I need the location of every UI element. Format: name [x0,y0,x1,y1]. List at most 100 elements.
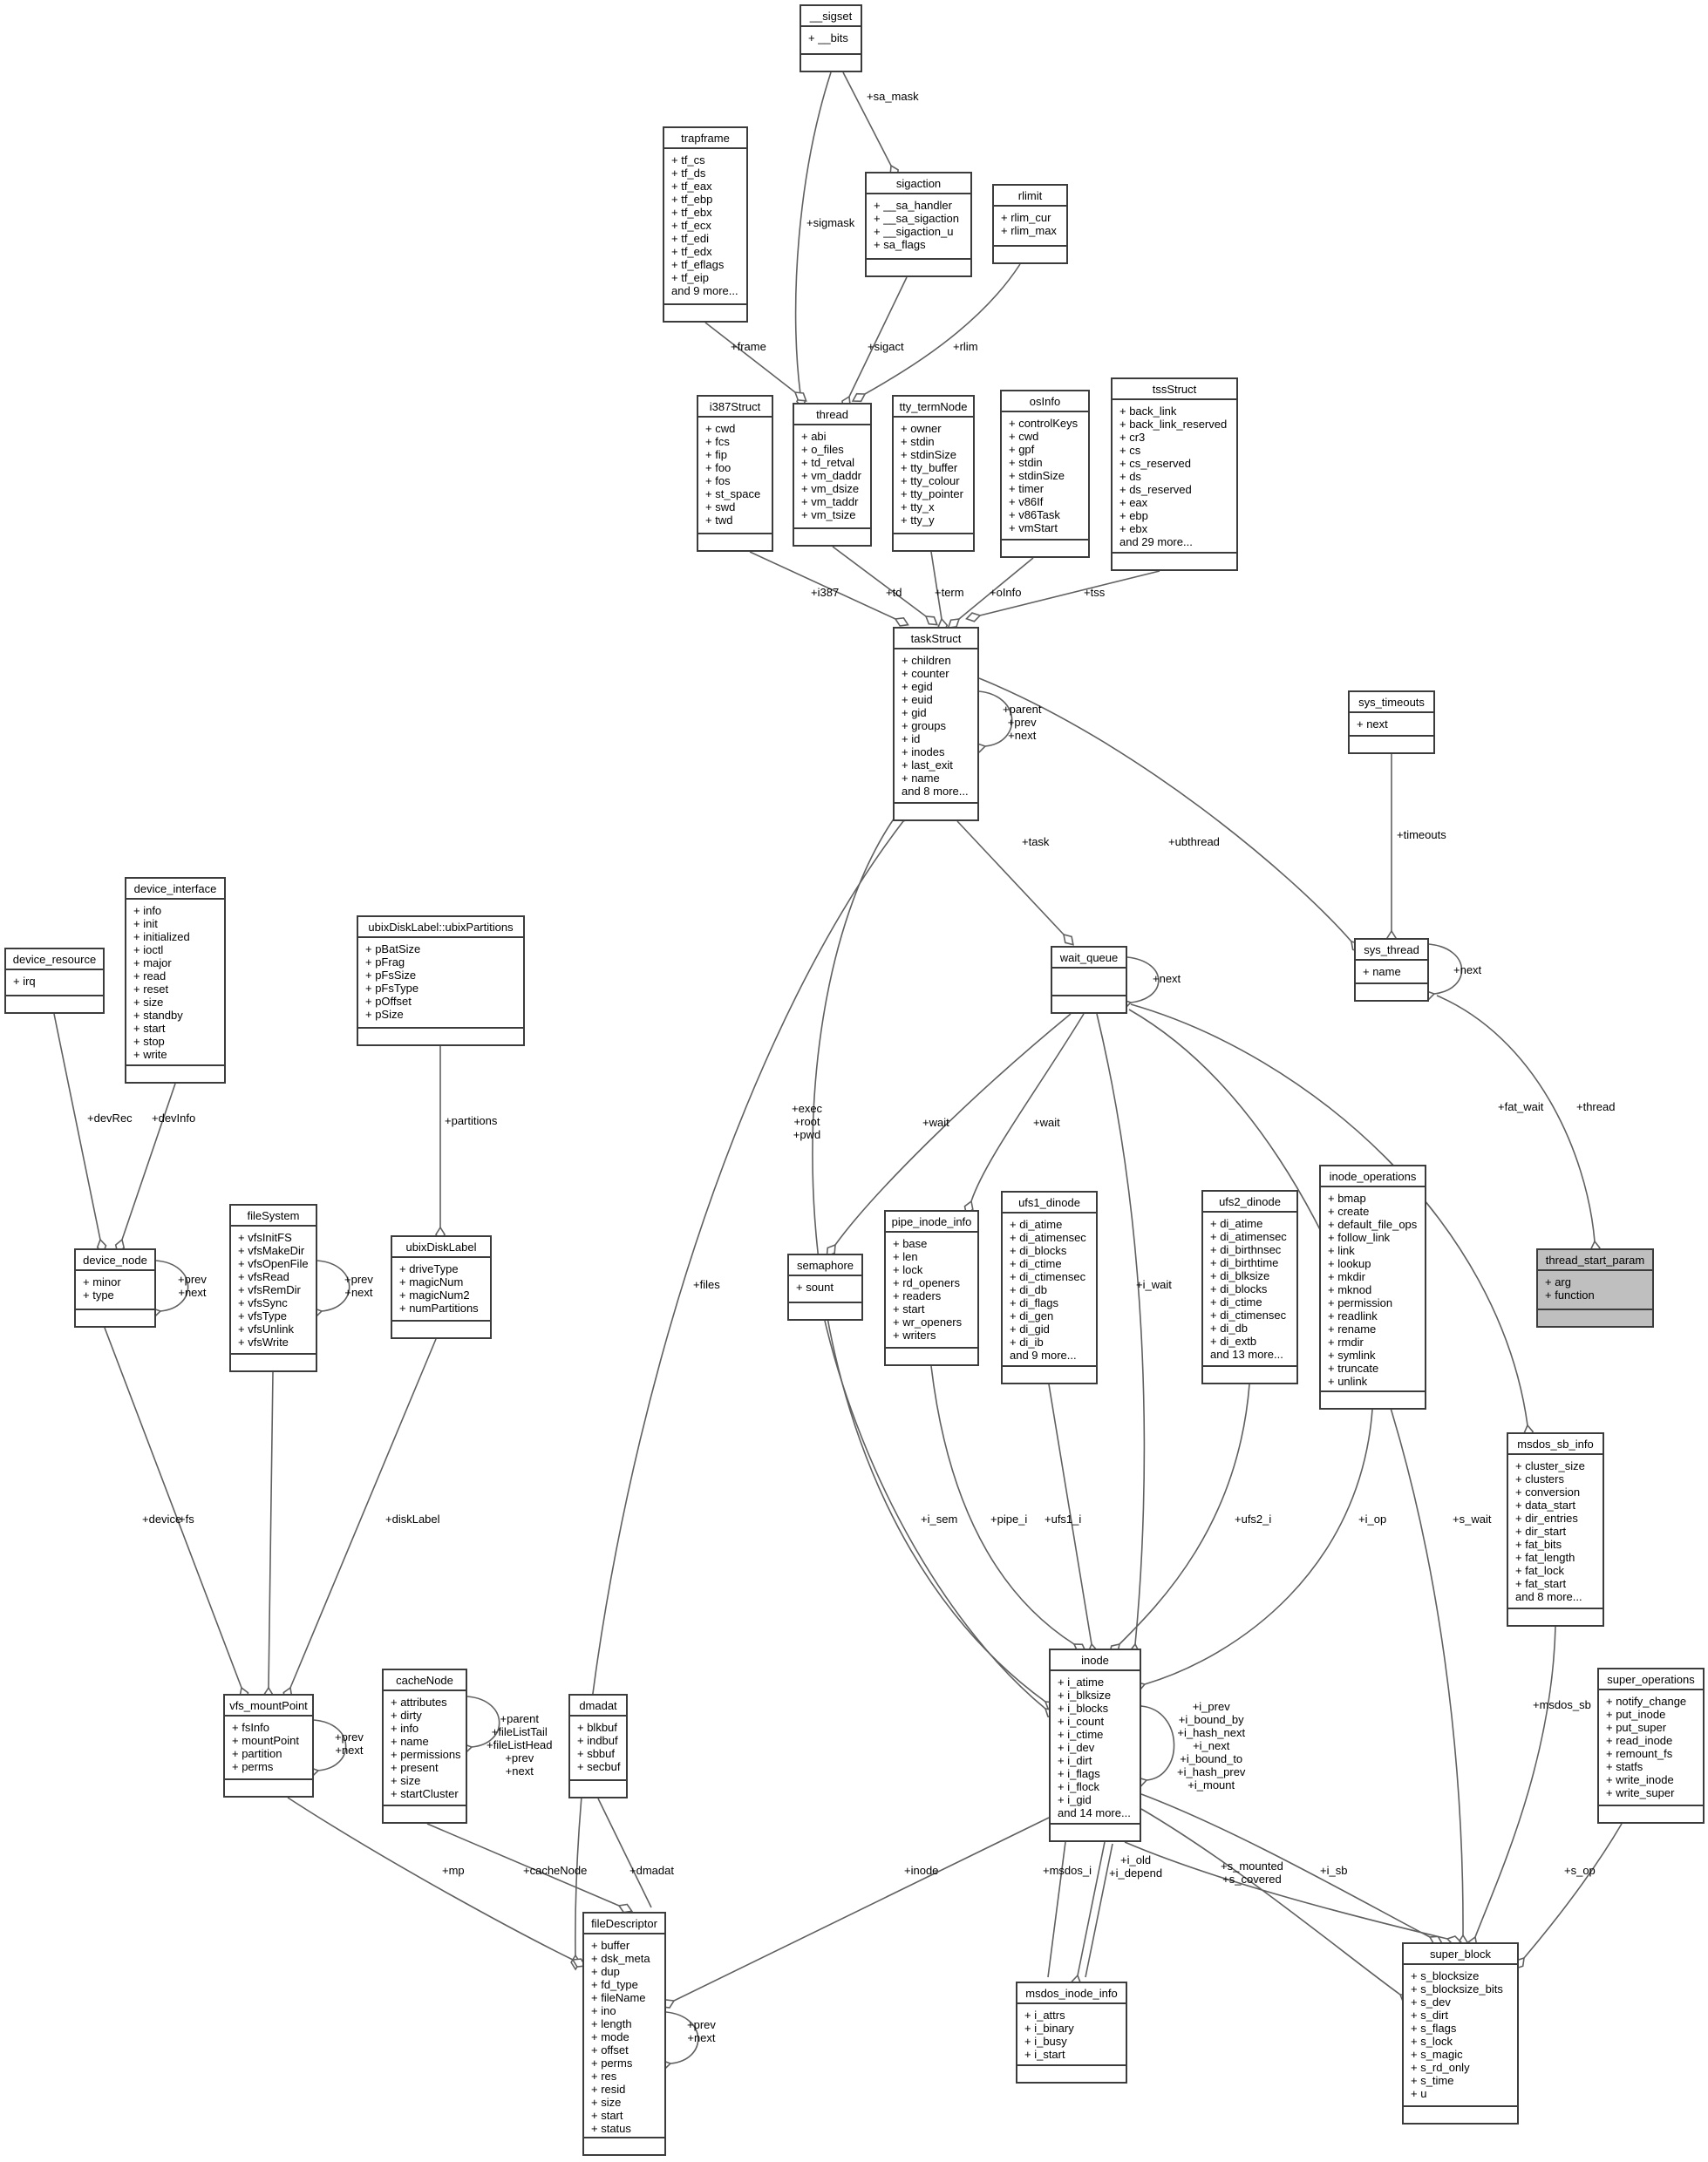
class-box-thread_start_param[interactable]: thread_start_param+ arg+ function [1536,1248,1654,1328]
class-box-sys_timeouts[interactable]: sys_timeouts + next [1348,690,1435,754]
class-title-ubixDiskLabel[interactable]: ubixDiskLabel [392,1237,490,1258]
class-box-device_resource[interactable]: device_resource+ irq [4,948,105,1014]
class-field: + vm_taddr [801,495,859,508]
class-title-msdos_sb_info[interactable]: msdos_sb_info [1508,1434,1603,1455]
class-title-sys_timeouts[interactable]: sys_timeouts [1350,692,1433,713]
relation-edge [1140,1705,1175,1781]
class-title-fileSystem[interactable]: fileSystem [231,1206,316,1227]
edge-label-timeouts: +timeouts [1397,828,1446,841]
class-box-super_operations[interactable]: super_operations+ notify_change+ put_ino… [1597,1668,1705,1824]
class-field: + write_super [1606,1786,1675,1799]
class-title-ubixPartitions[interactable]: ubixDiskLabel::ubixPartitions [358,917,523,938]
class-title-sys_thread[interactable]: sys_thread [1356,940,1427,961]
class-title-super_operations[interactable]: super_operations [1599,1669,1703,1690]
class-title-device_interface[interactable]: device_interface [126,879,224,900]
class-title-osInfo[interactable]: osInfo [1002,391,1088,412]
class-title-trapframe[interactable]: trapframe [664,128,746,149]
class-field: + next [1357,717,1388,731]
class-title-thread[interactable]: thread [794,405,870,425]
edge-label-sigact: +sigact [868,340,904,353]
class-field: and 8 more... [1515,1590,1582,1603]
class-field: + s_flags [1411,2022,1457,2035]
class-field: + info [133,904,162,917]
class-box-tssStruct[interactable]: tssStruct+ back_link+ back_link_reserved… [1111,377,1238,571]
class-title-msdos_inode_info[interactable]: msdos_inode_info [1017,1983,1126,2004]
class-title-super_block[interactable]: super_block [1404,1944,1517,1965]
class-field: + di_ctimensec [1210,1309,1287,1322]
class-box-ubixPartitions[interactable]: ubixDiskLabel::ubixPartitions+ pBatSize+… [357,915,525,1046]
class-box-inode[interactable]: inode+ i_atime+ i_blksize+ i_blocks+ i_c… [1049,1649,1141,1842]
class-title-dmadat[interactable]: dmadat [570,1696,626,1717]
class-methods-compartment [894,533,973,550]
class-box-rlimit[interactable]: rlimit+ rlim_cur+ rlim_max [992,184,1068,264]
class-box-sigset[interactable]: __sigset+ __bits [800,4,862,72]
relation-edge [665,2011,699,2064]
class-box-cacheNode[interactable]: cacheNode+ attributes+ dirty+ info+ name… [382,1669,467,1824]
class-box-fileDescriptor[interactable]: fileDescriptor+ buffer+ dsk_meta+ dup+ f… [582,1912,666,2156]
class-box-inode_operations[interactable]: inode_operations+ bmap+ create+ default_… [1319,1165,1426,1410]
class-title-taskStruct[interactable]: taskStruct [895,629,977,649]
class-title-tssStruct[interactable]: tssStruct [1113,379,1236,400]
class-box-ufs2_dinode[interactable]: ufs2_dinode+ di_atime+ di_atimensec+ di_… [1201,1190,1298,1384]
class-title-tty_termNode[interactable]: tty_termNode [894,397,973,418]
class-field: + s_blocksize_bits [1411,1982,1503,1995]
class-box-device_interface[interactable]: device_interface+ info+ init+ initialize… [125,877,226,1084]
class-title-cacheNode[interactable]: cacheNode [384,1670,466,1691]
class-field: + vfsOpenFile [238,1257,309,1270]
class-title-semaphore[interactable]: semaphore [789,1255,861,1276]
class-box-sys_thread[interactable]: sys_thread+ name [1354,938,1429,1002]
class-field: + magicNum2 [399,1288,470,1302]
class-title-device_node[interactable]: device_node [76,1250,154,1271]
class-methods-compartment [1113,552,1236,569]
class-box-device_node[interactable]: device_node+ minor+ type [74,1248,156,1328]
class-title-ufs2_dinode[interactable]: ufs2_dinode [1203,1192,1296,1213]
class-fields-i387Struct: + cwd+ fcs+ fip+ foo+ fos+ st_space+ swd… [698,418,772,533]
class-title-thread_start_param[interactable]: thread_start_param [1538,1250,1652,1271]
edge-label-line: +s_op [1564,1864,1596,1877]
class-box-trapframe[interactable]: trapframe+ tf_cs+ tf_ds+ tf_eax+ tf_ebp+… [663,126,748,323]
class-box-ubixDiskLabel[interactable]: ubixDiskLabel+ driveType+ magicNum+ magi… [391,1235,492,1339]
edge-label-cacheNode: +cacheNode [523,1864,587,1877]
class-field: + tty_colour [901,474,960,487]
class-box-pipe_inode_info[interactable]: pipe_inode_info+ base+ len+ lock+ rd_ope… [884,1210,979,1366]
class-box-thread[interactable]: thread+ abi+ o_files+ td_retval+ vm_dadd… [793,403,872,547]
class-title-sigaction[interactable]: sigaction [867,173,970,194]
class-field: + foo [705,461,732,474]
class-box-fileSystem[interactable]: fileSystem+ vfsInitFS+ vfsMakeDir+ vfsOp… [229,1204,317,1372]
relation-edge [1124,1841,1448,1940]
class-box-i387Struct[interactable]: i387Struct+ cwd+ fcs+ fip+ foo+ fos+ st_… [697,395,773,552]
class-box-semaphore[interactable]: semaphore+ sount [787,1254,863,1321]
class-box-osInfo[interactable]: osInfo+ controlKeys+ cwd+ gpf+ stdin+ st… [1000,390,1090,558]
class-box-vfs_mountPoint[interactable]: vfs_mountPoint+ fsInfo+ mountPoint+ part… [223,1694,314,1798]
class-title-vfs_mountPoint[interactable]: vfs_mountPoint [225,1696,312,1717]
class-title-sigset[interactable]: __sigset [801,6,861,27]
relation-edge [978,690,1013,747]
class-box-taskStruct[interactable]: taskStruct+ children+ counter+ egid+ eui… [893,627,979,821]
class-box-wait_queue[interactable]: wait_queue [1051,946,1127,1014]
edge-label-line: +root [793,1115,820,1128]
class-box-super_block[interactable]: super_block+ s_blocksize+ s_blocksize_bi… [1402,1942,1519,2125]
class-box-msdos_sb_info[interactable]: msdos_sb_info+ cluster_size+ clusters+ c… [1507,1432,1604,1627]
class-box-ufs1_dinode[interactable]: ufs1_dinode+ di_atime+ di_atimensec+ di_… [1001,1191,1098,1384]
class-box-sigaction[interactable]: sigaction+ __sa_handler+ __sa_sigaction+… [865,172,972,277]
class-title-ufs1_dinode[interactable]: ufs1_dinode [1003,1193,1096,1214]
class-field: + write [133,1048,167,1061]
edge-label-line: +task [1022,835,1050,848]
class-title-rlimit[interactable]: rlimit [994,186,1066,207]
class-title-inode[interactable]: inode [1051,1650,1140,1671]
class-title-i387Struct[interactable]: i387Struct [698,397,772,418]
class-field: + offset [591,2043,629,2057]
edge-label-line: +ufs1_i [1045,1513,1082,1526]
class-title-pipe_inode_info[interactable]: pipe_inode_info [886,1212,977,1233]
class-box-dmadat[interactable]: dmadat+ blkbuf+ indbuf+ sbbuf+ secbuf [568,1694,628,1798]
class-title-fileDescriptor[interactable]: fileDescriptor [584,1914,664,1934]
class-fields-ubixDiskLabel: + driveType+ magicNum+ magicNum2+ numPar… [392,1258,490,1320]
class-title-device_resource[interactable]: device_resource [6,949,103,970]
class-box-tty_termNode[interactable]: tty_termNode+ owner+ stdin+ stdinSize+ t… [892,395,975,552]
class-title-wait_queue[interactable]: wait_queue [1052,948,1126,969]
class-field: + stdin [1009,456,1043,469]
class-title-inode_operations[interactable]: inode_operations [1321,1166,1425,1187]
class-field: + i_busy [1024,2035,1067,2048]
class-box-msdos_inode_info[interactable]: msdos_inode_info+ i_attrs+ i_binary+ i_b… [1016,1982,1127,2084]
